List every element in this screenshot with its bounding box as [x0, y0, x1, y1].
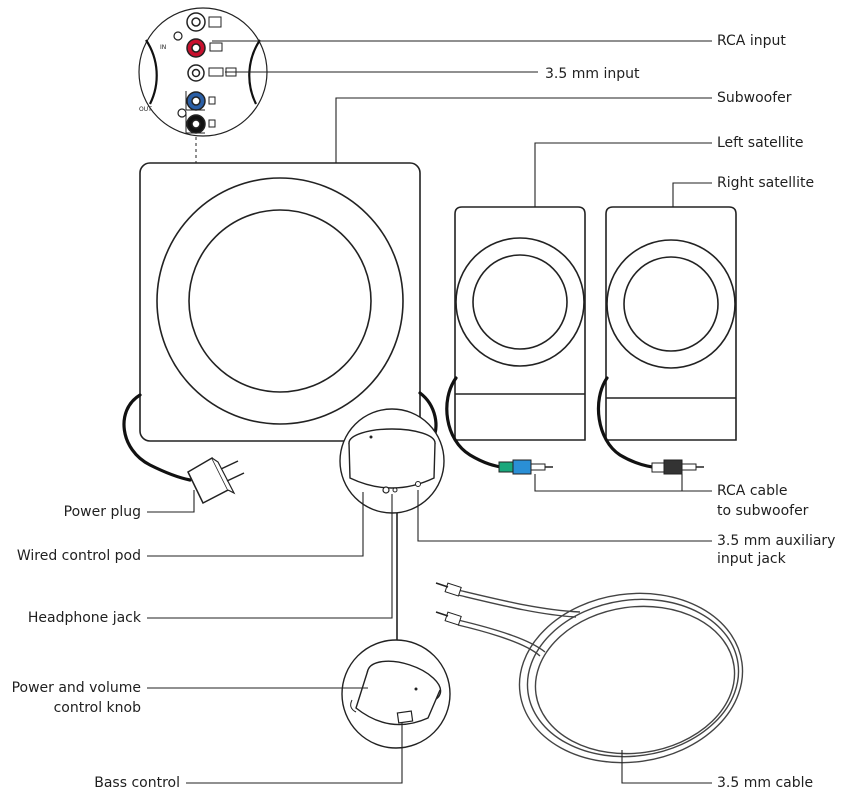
label-aux-jack: 3.5 mm auxiliary: [717, 533, 836, 549]
label-bass-control: Bass control: [94, 775, 180, 791]
label-headphone-jack: Headphone jack: [27, 610, 141, 626]
speaker-driver-icon: [156, 177, 404, 425]
label-subwoofer: Subwoofer: [717, 90, 792, 106]
power-volume-knob: [341, 639, 451, 749]
out-mark: OUT: [139, 106, 152, 113]
left-satellite: [454, 206, 586, 441]
rear-panel-detail: IN OUT: [138, 7, 268, 166]
subwoofer: [139, 162, 421, 442]
wired-control-pod: [339, 408, 445, 514]
leader-lines: [147, 40, 712, 784]
audio-plug-icon: [435, 582, 462, 597]
label-mm-cable: 3.5 mm cable: [717, 775, 814, 791]
label-rca-input: RCA input: [717, 33, 786, 49]
audio-plug-icon: [651, 459, 704, 475]
label-mm-input: 3.5 mm input: [545, 66, 640, 82]
label-wired-pod: Wired control pod: [16, 548, 141, 564]
label-power-plug: Power plug: [63, 504, 141, 520]
rca-jack-icon: [186, 91, 206, 111]
speaker-driver-icon: [606, 239, 736, 369]
rca-jack-icon: [187, 64, 205, 82]
cables: [122, 376, 662, 643]
rca-jack-icon: [186, 114, 206, 134]
speaker-driver-icon: [455, 237, 585, 367]
mm-cable-coil: [435, 582, 744, 764]
label-aux-jack-2: input jack: [717, 551, 786, 567]
rca-jack-icon: [186, 38, 206, 58]
label-left-satellite: Left satellite: [717, 135, 804, 151]
label-rca-cable-2: to subwoofer: [717, 503, 809, 519]
label-power-volume: Power and volume: [11, 680, 141, 696]
power-plug-icon: [187, 456, 245, 505]
audio-plug-icon: [435, 611, 462, 626]
rca-jack-icon: [186, 12, 206, 32]
label-power-volume-2: control knob: [53, 700, 141, 716]
right-satellite: [605, 206, 737, 441]
audio-plug-icon: [498, 459, 553, 475]
label-rca-cable: RCA cable: [717, 483, 788, 499]
in-mark: IN: [160, 44, 166, 51]
label-right-satellite: Right satellite: [717, 175, 815, 191]
